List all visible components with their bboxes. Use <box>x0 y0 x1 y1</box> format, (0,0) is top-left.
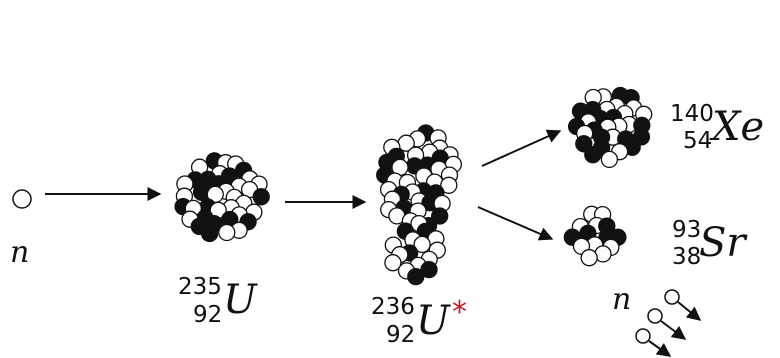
neutron-label: n <box>10 235 29 270</box>
proton <box>420 260 438 279</box>
u236-mass-number: 236 <box>371 294 415 320</box>
proton <box>407 267 425 286</box>
emitted-neutrons-label: n <box>612 282 631 317</box>
u235-mass-number: 235 <box>178 274 222 300</box>
proton <box>431 207 449 225</box>
emitted-neutron <box>635 328 672 357</box>
sr93-symbol: Sr <box>699 220 748 266</box>
arrow-to-xe <box>481 129 562 167</box>
proton <box>252 188 270 206</box>
xe140-label: 140 54 Xe <box>670 101 764 154</box>
arrow-to-sr <box>477 206 554 241</box>
neutron-particle <box>440 176 458 194</box>
neutron-particle <box>600 150 619 169</box>
u235-label: 235 92 U <box>178 274 258 328</box>
emitted-neutron <box>647 308 687 340</box>
u236-label: 236 92 U * <box>371 294 467 348</box>
neutron-particle <box>384 254 402 272</box>
proton <box>200 224 219 243</box>
xe140-atomic-number: 54 <box>683 128 712 154</box>
incoming-neutron <box>12 189 32 209</box>
u235-symbol: U <box>223 277 258 323</box>
u236-atomic-number: 92 <box>386 322 415 348</box>
proton <box>584 146 602 164</box>
neutron-particle <box>218 223 236 242</box>
u235-atomic-number: 92 <box>193 302 222 328</box>
sr93-label: 93 38 Sr <box>672 217 748 270</box>
u236-nucleus <box>376 124 463 286</box>
xe140-symbol: Xe <box>709 104 764 150</box>
sr93-atomic-number: 38 <box>672 244 701 270</box>
xe140-mass-number: 140 <box>670 101 714 127</box>
emitted-neutron <box>664 289 702 321</box>
neutron-particle <box>580 249 598 267</box>
sr93-nucleus <box>563 205 627 267</box>
excited-state-mark: * <box>452 295 467 330</box>
u235-nucleus <box>174 152 270 243</box>
u236-symbol: U <box>416 298 451 344</box>
xe140-nucleus <box>567 86 653 169</box>
neutron-particle <box>413 235 431 254</box>
sr93-mass-number: 93 <box>672 217 701 243</box>
